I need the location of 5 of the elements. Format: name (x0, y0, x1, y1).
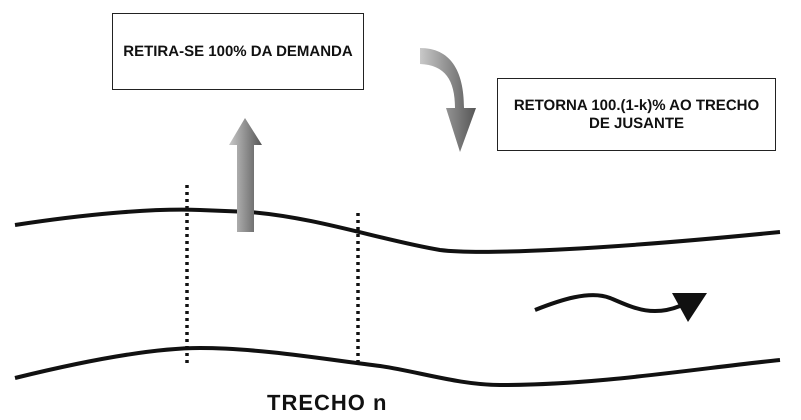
text-box (497, 78, 776, 151)
box-text: RETIRA-SE 100% DA DEMANDA (123, 42, 353, 60)
box-text: RETORNA 100.(1-k)% AO TRECHO DE JUSANTE (512, 97, 760, 132)
text-box (112, 13, 364, 90)
section-label: TRECHO n (267, 390, 388, 416)
